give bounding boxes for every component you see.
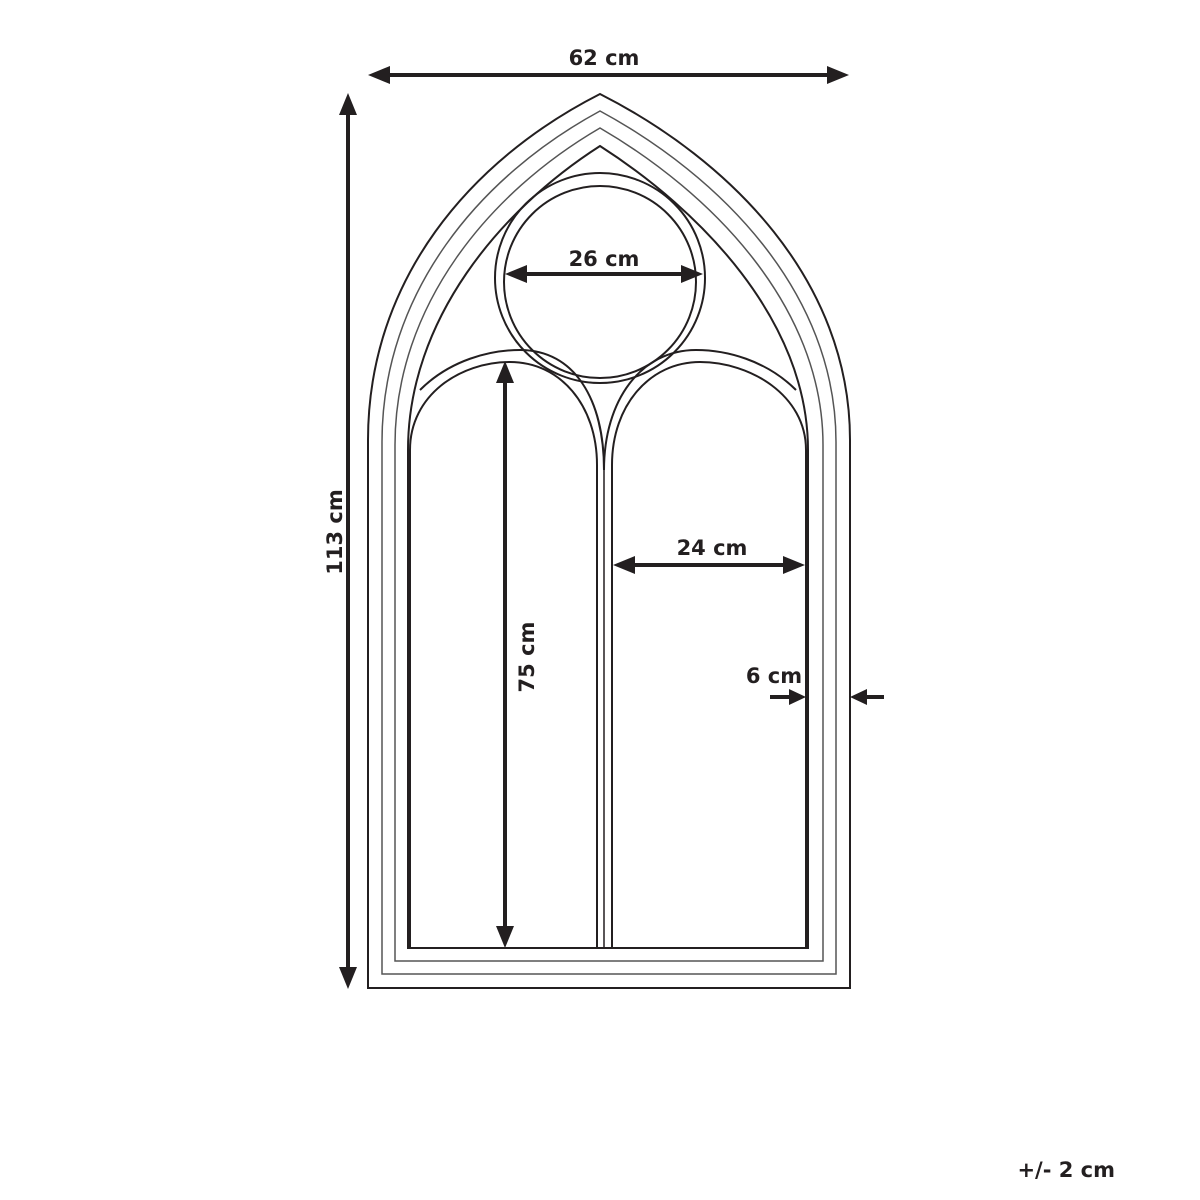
frame-outer-outline: [367, 92, 851, 989]
frame-depth-dimension: 6 cm: [746, 664, 884, 705]
left-arch-band: [419, 348, 605, 471]
tracery-circle-inner: [503, 185, 697, 379]
pane-height-dimension: 75 cm: [496, 361, 539, 948]
height-dimension: 113 cm: [323, 93, 357, 989]
width-dimension: 62 cm: [368, 46, 849, 84]
right-arch-band: [603, 348, 797, 471]
height-label: 113 cm: [323, 489, 347, 574]
right-pane: [611, 360, 807, 949]
tolerance-note: +/- 2 cm: [1017, 1158, 1115, 1182]
circle-diameter-dimension: 26 cm: [505, 247, 703, 283]
circle-diameter-label: 26 cm: [569, 247, 640, 271]
pane-height-label: 75 cm: [515, 622, 539, 693]
frame-second-outline: [381, 110, 837, 975]
frame-inner-arch: [407, 144, 809, 949]
frame-third-outline: [394, 127, 824, 962]
pane-width-label: 24 cm: [677, 536, 748, 560]
frame-depth-label: 6 cm: [746, 664, 802, 688]
tracery-circle-outer: [494, 172, 706, 384]
pane-width-dimension: 24 cm: [613, 536, 805, 574]
width-label: 62 cm: [569, 46, 640, 70]
